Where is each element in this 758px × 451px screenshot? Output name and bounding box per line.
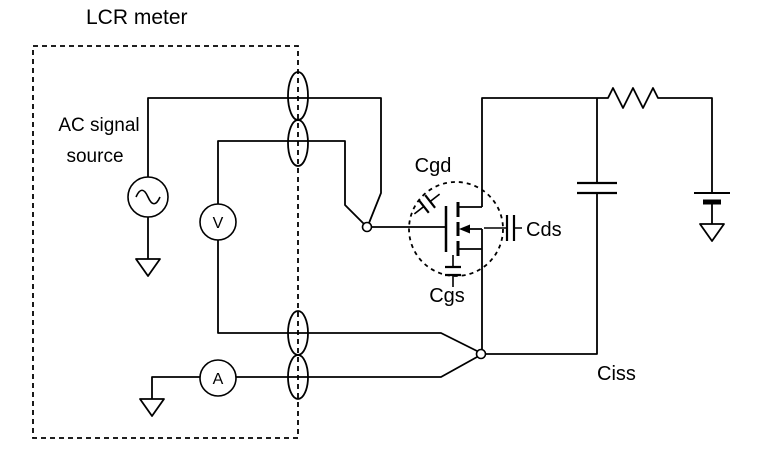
capacitor-cgd-icon <box>413 193 441 215</box>
capacitor-icon <box>577 181 617 195</box>
mosfet-leads <box>458 206 483 250</box>
resistor-icon <box>598 87 672 109</box>
ac-source-label-line2: source <box>66 146 123 167</box>
mosfet-boundary-circle <box>408 181 504 277</box>
ac-source-label-line1: AC signal <box>58 115 139 136</box>
sine-wave-icon <box>135 189 161 205</box>
cgs-label: Cgs <box>429 285 465 307</box>
ground-icon-battery <box>699 223 725 242</box>
voltmeter-icon: V <box>199 203 237 241</box>
ground-icon-ammeter <box>139 398 165 417</box>
lcr-meter-boundary-box <box>32 45 299 439</box>
cgd-label: Cgd <box>415 155 452 177</box>
battery-icon <box>694 192 730 205</box>
cds-label: Cds <box>526 219 562 241</box>
node-junction-gate <box>361 221 373 233</box>
ciss-label: Ciss <box>597 363 636 385</box>
node-junction-source <box>475 348 487 360</box>
coax-terminal-ellipse-top-2 <box>287 119 309 167</box>
capacitor-cgs-icon <box>445 255 461 287</box>
diagram-title: LCR meter <box>86 6 188 29</box>
mosfet-body-arrow-icon <box>459 224 470 234</box>
coax-terminal-ellipse-bottom-2 <box>287 354 309 400</box>
ammeter-label: A <box>213 371 224 388</box>
ammeter-icon: A <box>199 359 237 397</box>
wiring <box>147 97 713 399</box>
capacitor-cds-icon <box>484 215 522 241</box>
mosfet-icon <box>444 202 483 256</box>
ground-icon-ac-source <box>135 258 161 277</box>
ac-source-icon <box>127 176 169 218</box>
voltmeter-label: V <box>213 215 224 232</box>
